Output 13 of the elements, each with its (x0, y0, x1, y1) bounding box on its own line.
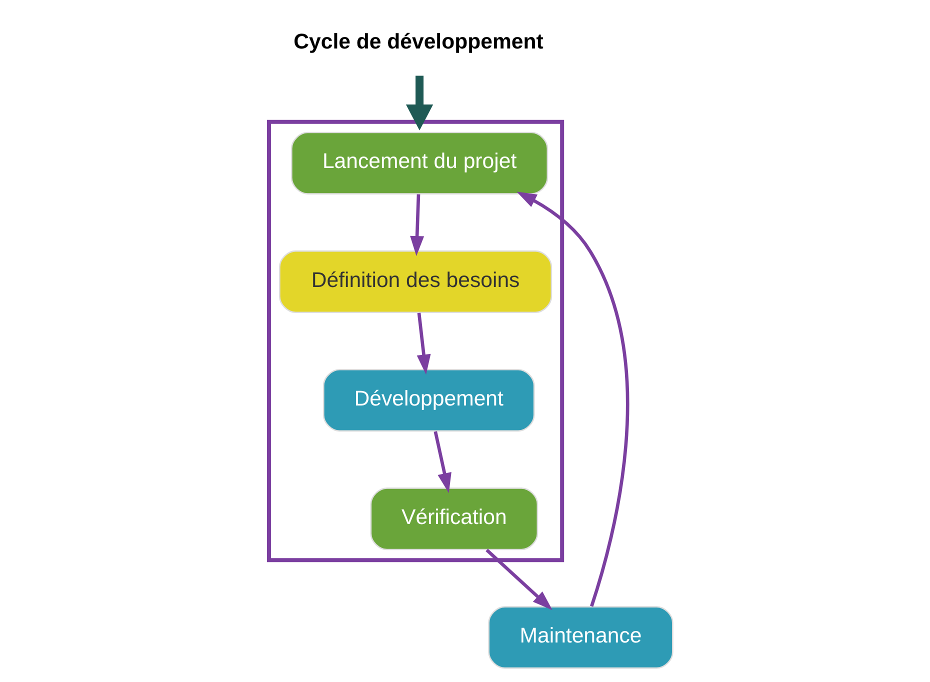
cluster (266, 120, 564, 562)
arrow (433, 431, 451, 494)
node-box: Vérification (370, 488, 538, 550)
node-box: Définition des besoins (278, 250, 552, 314)
node-box: Maintenance (488, 606, 673, 669)
node-text: Cycle de développement (293, 29, 543, 54)
node-box: Lancement du projet (290, 132, 548, 194)
node-box: Développement (322, 368, 534, 432)
arrow (516, 192, 629, 607)
arrow (485, 548, 552, 610)
arrow (416, 312, 430, 375)
arrow (410, 194, 424, 256)
arrow (405, 76, 433, 130)
